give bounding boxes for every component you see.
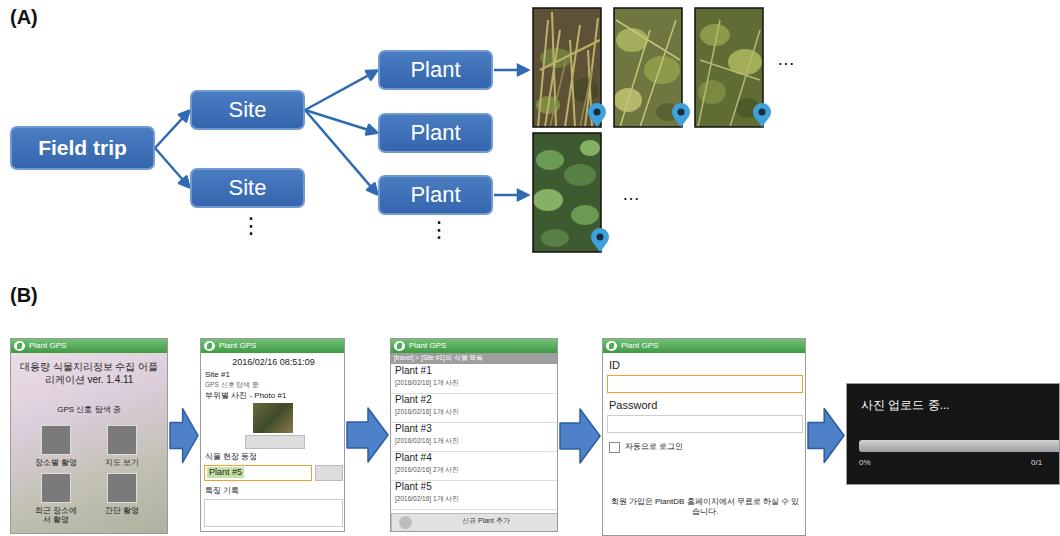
add-icon [399, 516, 412, 529]
progress-bar [859, 440, 1060, 452]
text-input [204, 499, 343, 527]
screen-text: [2016/02/16] 1개 사진 [395, 379, 459, 387]
screen-text: 자동으로 로그인 [625, 442, 683, 452]
screen-text: [2016/02/16] 2개 사진 [395, 466, 459, 474]
plant-photo [614, 8, 682, 127]
screen-text: 간단 촬영 [97, 506, 147, 515]
list-divider [391, 393, 558, 394]
screen-text: Password [609, 399, 657, 413]
plant-box: Plant [378, 50, 493, 90]
panel-label: (B) [10, 284, 38, 306]
app-screen: Plant GPS 2016/02/16 08:51:09Site #1GPS 신… [200, 338, 345, 532]
leaf-icon [207, 343, 212, 349]
screen-text: 2016/02/16 08:51:09 [201, 357, 345, 368]
site-box: Site [190, 168, 305, 208]
screen-text: 신규 Plant 추가 [421, 517, 551, 526]
play-button [245, 435, 305, 449]
screen-text: Plant #5 [207, 467, 244, 478]
screen-text: Plant GPS [219, 341, 256, 351]
plant-box: Plant [378, 113, 493, 153]
camera-button [41, 473, 71, 503]
screen-text: [2016/02/16] 1개 사진 [395, 408, 459, 416]
camera-button [107, 473, 137, 503]
screen-text: Plant GPS [621, 341, 658, 351]
list-divider [391, 480, 558, 481]
list-divider [391, 451, 558, 452]
folder-button [41, 425, 71, 455]
step-arrow [347, 408, 388, 462]
flow-arrow [305, 110, 377, 194]
screen-text: 사진 업로드 중... [861, 398, 950, 413]
app-screen: Plant GPSID Password 자동으로 로그인회원 가입은 PlantD… [602, 338, 806, 536]
checkbox [609, 442, 620, 453]
text-input [607, 375, 803, 393]
plant-photo [695, 8, 763, 127]
box-label: Plant [410, 57, 460, 83]
screen-text: 식물 현장 동정 [205, 452, 257, 462]
vertical-ellipsis: ⋮ [240, 214, 262, 238]
flow-arrow [155, 111, 189, 148]
field-trip-box: Field trip [10, 126, 155, 170]
flow-arrow [305, 70, 377, 110]
screen-text: Plant #2 [395, 394, 432, 407]
screen-text: Plant #5 [395, 481, 432, 494]
screen-text: 부위별 사진 - Photo #1 [205, 391, 286, 401]
screen-text: 0/1 [1031, 458, 1042, 468]
screen-text: 지도 보기 [97, 458, 147, 467]
list-divider [391, 422, 558, 423]
vertical-ellipsis: ⋮ [428, 218, 450, 242]
screen-text: 회원 가입은 PlantDB 홈페이지에서 무료로 하실 수 있습니다. [609, 497, 801, 517]
step-arrow [808, 409, 844, 463]
screen-text: Plant GPS [409, 341, 446, 351]
screen-text: [2016/02/16] 1개 사진 [395, 437, 459, 445]
screen-text: 0% [859, 458, 871, 468]
screen-text: Plant #3 [395, 423, 432, 436]
photo-frame [614, 8, 682, 127]
photo-arrow [494, 65, 528, 200]
screen-text: 장소별 촬영 [31, 458, 81, 467]
screen-text: Site #1 [205, 370, 230, 380]
progress-dialog: 사진 업로드 중... 0% 0/1 [846, 383, 1060, 485]
app-screen: Plant GPS 대용량 식물지리정보 수집 어플리케이션 ver. 1.4.1… [10, 338, 168, 534]
site-box: Site [190, 90, 305, 130]
app-screen: Plant GPS [travel] > [Site #1]의 식물 목록 Plan… [390, 338, 558, 532]
plant-box: Plant [378, 175, 493, 215]
box-label: Plant [410, 182, 460, 208]
screen-text: 특징 기록 [205, 486, 239, 496]
screen-text: 대용량 식물지리정보 수집 어플리케이션 ver. 1.4.11 [15, 361, 163, 386]
box-label: Field trip [38, 136, 127, 160]
step-arrow [170, 409, 198, 463]
text-input [607, 415, 803, 433]
screen-text: GPS 신호 탐색 중 [15, 405, 163, 415]
photo-frame [533, 133, 601, 252]
plant-photo [533, 133, 601, 252]
screen-text: [travel] > [Site #1]의 식물 목록 [394, 354, 483, 362]
leaf-icon [17, 343, 22, 349]
screen-text: Plant GPS [29, 341, 66, 351]
panel-label: (A) [10, 6, 38, 28]
map-button [107, 425, 137, 455]
screen-text: 최근 장소에서 촬영 [31, 506, 81, 525]
box-label: Site [229, 175, 267, 201]
screen-text: Plant #4 [395, 452, 432, 465]
box-label: Site [229, 97, 267, 123]
screen-text: [2016/02/16] 1개 사진 [395, 495, 459, 503]
box-label: Plant [410, 120, 460, 146]
list-divider [391, 509, 558, 510]
ellipsis: … [622, 185, 640, 205]
screen-text: Plant #1 [395, 365, 432, 378]
step-arrow [560, 409, 600, 463]
location-pin [588, 103, 771, 252]
photo-frame [695, 8, 763, 127]
ellipsis: … [777, 50, 795, 70]
screen-text: GPS 신호 탐색 중 [205, 381, 259, 389]
photo-thumbnail [253, 403, 293, 433]
leaf-icon [609, 343, 614, 349]
mic-button [315, 465, 343, 481]
screen-text: ID [609, 359, 620, 373]
flow-arrow [155, 148, 189, 187]
leaf-icon [397, 343, 402, 349]
